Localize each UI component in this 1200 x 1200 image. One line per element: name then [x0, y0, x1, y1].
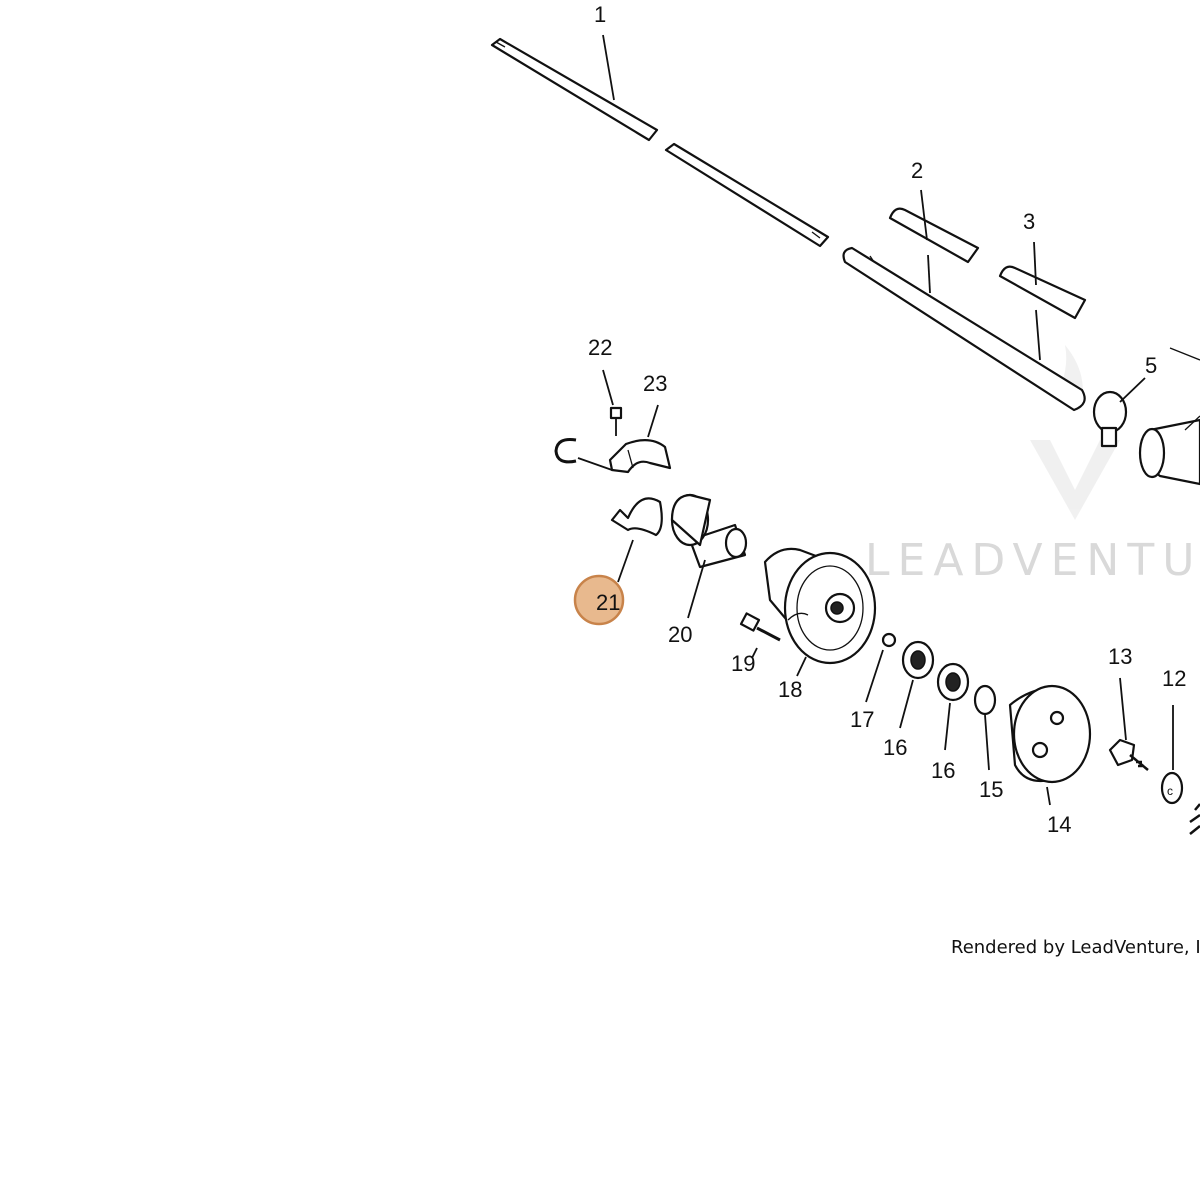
washer-15-part — [973, 684, 997, 716]
gear-case-tube-part — [1138, 347, 1200, 486]
callout-23: 23 — [643, 371, 667, 396]
clamp-lower-21-part — [610, 497, 663, 537]
drive-shaft-part — [490, 37, 830, 248]
clamp-upper-23-part — [608, 439, 672, 474]
retaining-ring-c-part — [554, 438, 577, 464]
callout-13: 13 — [1108, 644, 1132, 669]
callout-14: 14 — [1047, 812, 1071, 837]
bearing-16b-part — [936, 662, 970, 702]
nut-13-part — [1108, 738, 1149, 771]
callout-17: 17 — [850, 707, 874, 732]
callout-3: 3 — [1023, 209, 1035, 234]
bolt-22-part — [609, 406, 623, 436]
callout-2: 2 — [911, 158, 923, 183]
callout-15: 15 — [979, 777, 1003, 802]
label-strip-2-part — [888, 207, 980, 264]
callout-16b: 16 — [931, 758, 955, 783]
callout-1: 1 — [594, 2, 606, 27]
gear-case-part — [763, 547, 877, 665]
callout-18: 18 — [778, 677, 802, 702]
callout-16a: 16 — [883, 735, 907, 760]
watermark-text: LEADVENTU — [865, 535, 1200, 586]
bearing-16a-part — [901, 640, 935, 680]
clamp-part — [1092, 390, 1128, 448]
shaft-tube-part — [842, 246, 1086, 412]
credit-text: Rendered by LeadVenture, Inc — [951, 937, 1200, 958]
label-strip-3-part — [998, 265, 1087, 320]
highlight-marker-21[interactable] — [573, 574, 625, 626]
circlip-17-part — [881, 632, 897, 648]
callout-21[interactable]: 21 — [596, 590, 620, 615]
callout-20: 20 — [668, 622, 692, 647]
bolt-19-part — [739, 612, 781, 642]
ring-label-c: C — [552, 435, 574, 468]
callout-22: 22 — [588, 335, 612, 360]
cover-14-part — [1008, 684, 1092, 784]
callout-5: 5 — [1145, 353, 1157, 378]
bushing-part — [670, 493, 748, 569]
washer-12-part: c — [1160, 771, 1184, 805]
spring-part — [1189, 803, 1200, 835]
callout-19: 19 — [731, 651, 755, 676]
svg-text:c: c — [1167, 784, 1173, 798]
callout-12: 12 — [1162, 666, 1186, 691]
